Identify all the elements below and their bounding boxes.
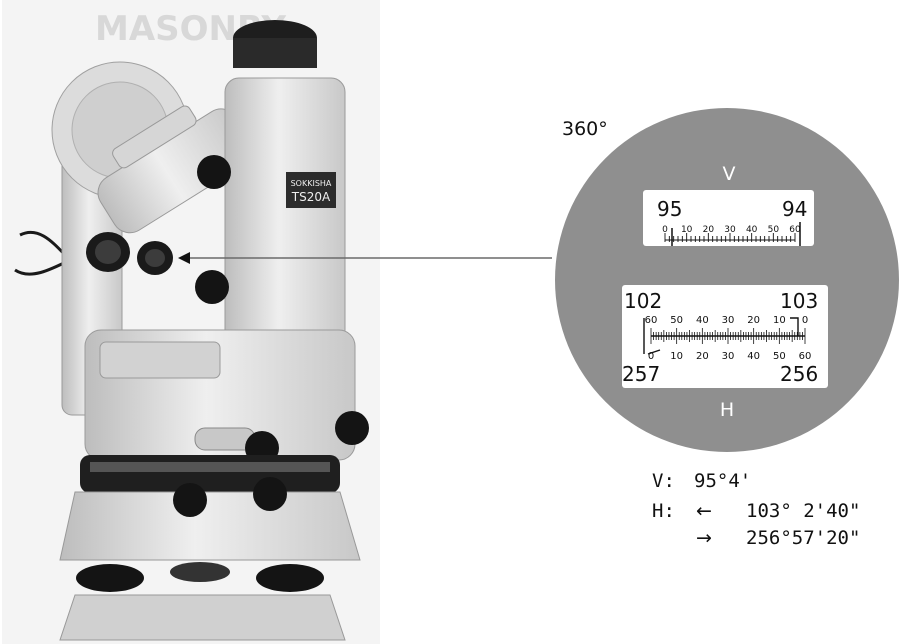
eyepiece-left-lens [95,240,121,264]
h-bottom-right-number: 256 [780,362,818,386]
alidade-cover [99,341,221,379]
v-letter: V [723,163,736,185]
instrument-plate [286,172,336,208]
v-tick-label: 0 [662,225,668,235]
reading-v-label: V: [652,470,675,492]
tangent-knob [195,270,229,304]
v-tick-label: 60 [789,225,801,235]
tribrach-clamp-left [173,483,207,517]
h-lower-tick-label: 20 [696,351,709,362]
v-tick-label: 40 [746,225,758,235]
h-letter: H [720,399,734,421]
reading-h-value-1: 103° 2'40" [746,500,860,522]
v-tick-label: 30 [724,225,736,235]
h-upper-tick-labels: 60 50 40 30 20 10 0 [645,315,809,326]
foot-screw-left [76,564,144,592]
h-upper-tick-label: 20 [747,315,760,326]
eyepiece-right-lens [145,249,165,267]
tribrach-clamp-right [253,477,287,511]
v-tick-label: 50 [768,225,780,235]
v-left-number: 95 [657,197,682,221]
horizontal-clamp-knob [335,411,369,445]
h-lower-tick-labels: 0 10 20 30 40 50 60 [648,351,812,362]
h-upper-tick-label: 30 [722,315,735,326]
h-top-right-number: 103 [780,289,818,313]
h-lower-tick-label: 50 [773,351,786,362]
h-upper-tick-label: 60 [645,315,658,326]
v-scale-window [643,190,814,246]
label-360: 360° [562,118,608,140]
telescope [97,105,254,234]
foot-screw-back [170,562,230,582]
h-lower-tick-label: 0 [648,351,654,362]
reading-right-arrow: → [696,527,712,549]
h-index-top-right [790,317,799,336]
v-right-number: 94 [782,197,807,221]
reading-h-value-2: 256°57'20" [746,527,860,549]
v-scale-tick-labels: 0 10 20 30 40 50 60 [662,225,801,235]
reading-v-value: 95°4' [694,470,751,492]
telescope-top-tube [112,105,197,169]
instrument-plate-line2: TS20A [291,190,331,204]
h-index-bottom-left [647,349,661,355]
h-scale-ticks [643,317,806,355]
h-lower-tick-label: 10 [670,351,683,362]
h-lower-tick-label: 30 [722,351,735,362]
foot-screw-right [256,564,324,592]
instrument-plate-line1: SOKKISHA [291,179,332,188]
base-ring [80,455,340,493]
tribrach [59,491,361,561]
base-plate [59,594,346,641]
top-cylinder-body [233,38,317,68]
h-upper-tick-label: 0 [802,315,808,326]
base-ring-teeth [90,462,330,472]
h-lower-tick-label: 40 [747,351,760,362]
reading-left-arrow: ← [696,500,712,522]
h-lower-tick-label: 60 [799,351,812,362]
h-upper-tick-label: 10 [773,315,786,326]
v-tick-label: 20 [703,225,715,235]
v-scale-ticks [664,222,801,246]
v-tick-label: 10 [681,225,693,235]
theodolite-photo: MASONRY SOKKISHA TS20A [2,0,380,644]
focus-knob [197,155,231,189]
h-top-left-number: 102 [624,289,662,313]
h-bottom-left-number: 257 [622,362,660,386]
pointer-arrowhead [178,252,190,264]
h-upper-tick-label: 40 [696,315,709,326]
reading-h-label: H: [652,500,675,522]
h-upper-tick-label: 50 [670,315,683,326]
